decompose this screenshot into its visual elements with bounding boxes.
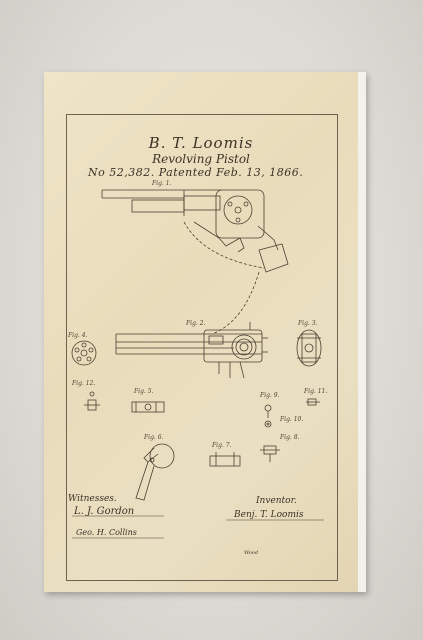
figure-1-drawing — [101, 189, 289, 335]
fig8-label: Fig. 8. — [280, 434, 300, 441]
technical-drawings — [71, 189, 324, 539]
figure-4-drawing — [71, 340, 97, 366]
witness-signature-2: Geo. H. Collins — [76, 528, 137, 537]
fig6-label: Fig. 6. — [144, 434, 164, 441]
witness-signature-1: L. J. Gordon — [74, 506, 135, 517]
figure-8-drawing — [260, 445, 280, 462]
inventor-heading: B. T. Loomis — [148, 134, 254, 152]
fig3-label: Fig. 3. — [298, 320, 318, 327]
patent-number-line: No 52,382. Patented Feb. 13, 1866. — [88, 166, 304, 179]
sheet-border — [66, 114, 338, 581]
figure-6-drawing — [135, 443, 175, 501]
figure-9-10-11-drawings — [264, 398, 320, 428]
figure-2-drawing — [115, 322, 268, 379]
figure-12-drawing — [84, 391, 100, 411]
inventor-signature: Benj. T. Loomis — [234, 510, 304, 520]
fig2-label: Fig. 2. — [186, 320, 206, 327]
invention-title: Revolving Pistol — [152, 152, 250, 166]
fig12-label: Fig. 12. — [72, 380, 96, 387]
fig10-label: Fig. 10. — [280, 416, 304, 423]
fig1-label: Fig. 1. — [152, 180, 172, 187]
fig4-label: Fig. 4. — [68, 332, 88, 339]
figure-3-drawing — [296, 329, 322, 367]
witnesses-label: Witnesses. — [68, 494, 117, 504]
fig11-label: Fig. 11. — [304, 388, 328, 395]
mount-board: B. T. Loomis Revolving Pistol No 52,382.… — [44, 72, 366, 592]
fig5-label: Fig. 5. — [134, 388, 154, 395]
patent-drawing-sheet: B. T. Loomis Revolving Pistol No 52,382.… — [44, 72, 358, 592]
fig9-label: Fig. 9. — [260, 392, 280, 399]
fig7-label: Fig. 7. — [212, 442, 232, 449]
figure-7-drawing — [209, 452, 241, 467]
corner-note: Wood — [244, 550, 259, 556]
figure-5-drawing — [131, 401, 165, 413]
inventor-label: Inventor. — [256, 496, 297, 506]
